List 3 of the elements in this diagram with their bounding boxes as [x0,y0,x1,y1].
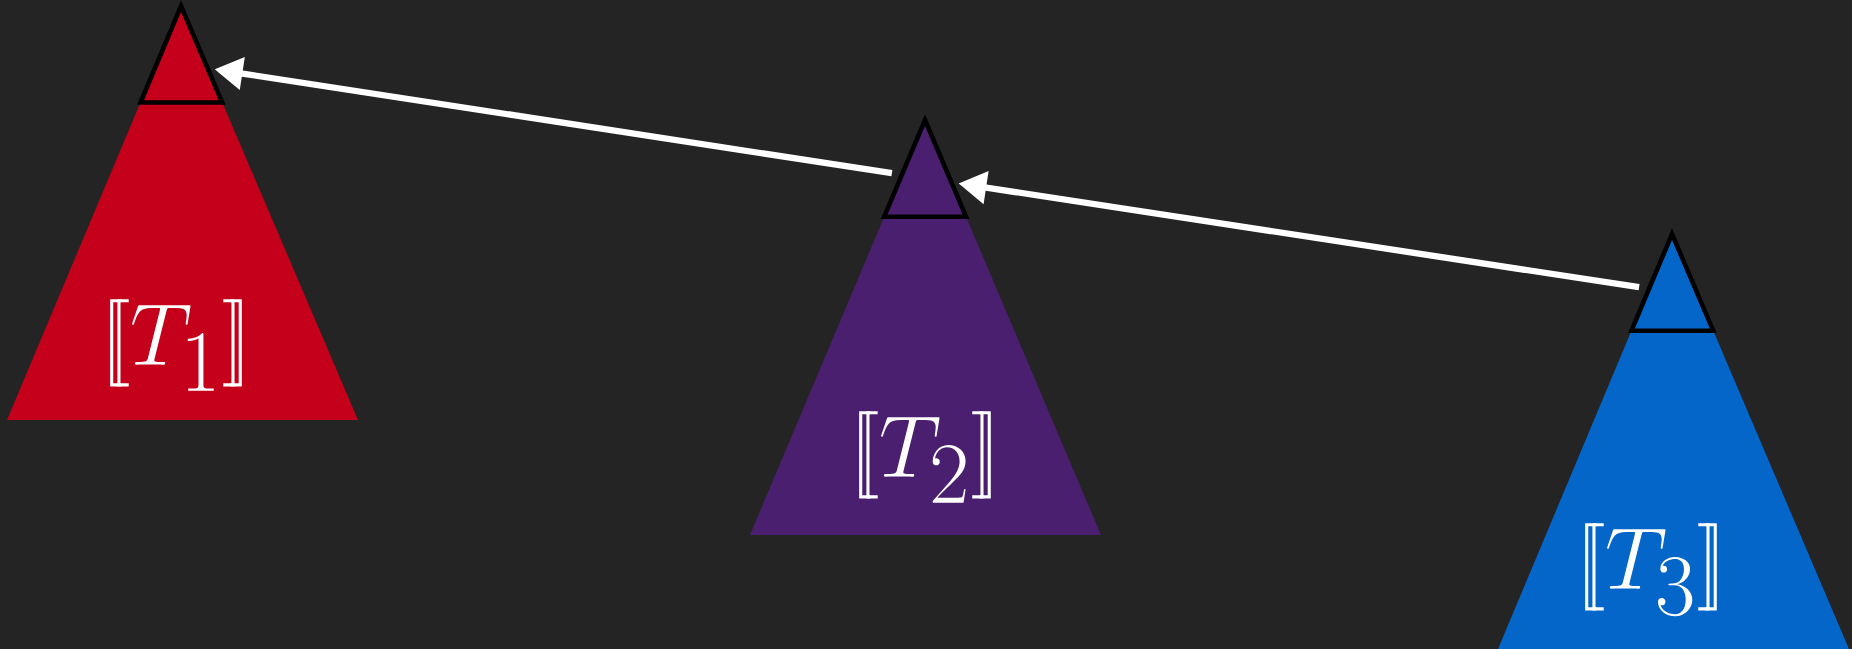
triangle: $[\![T_1]\!]$ [7,6,358,420]
triangle: $[\![T_2]\!]$ [750,120,1101,535]
triangle: $[\![T_3]\!]$ [1498,234,1849,649]
